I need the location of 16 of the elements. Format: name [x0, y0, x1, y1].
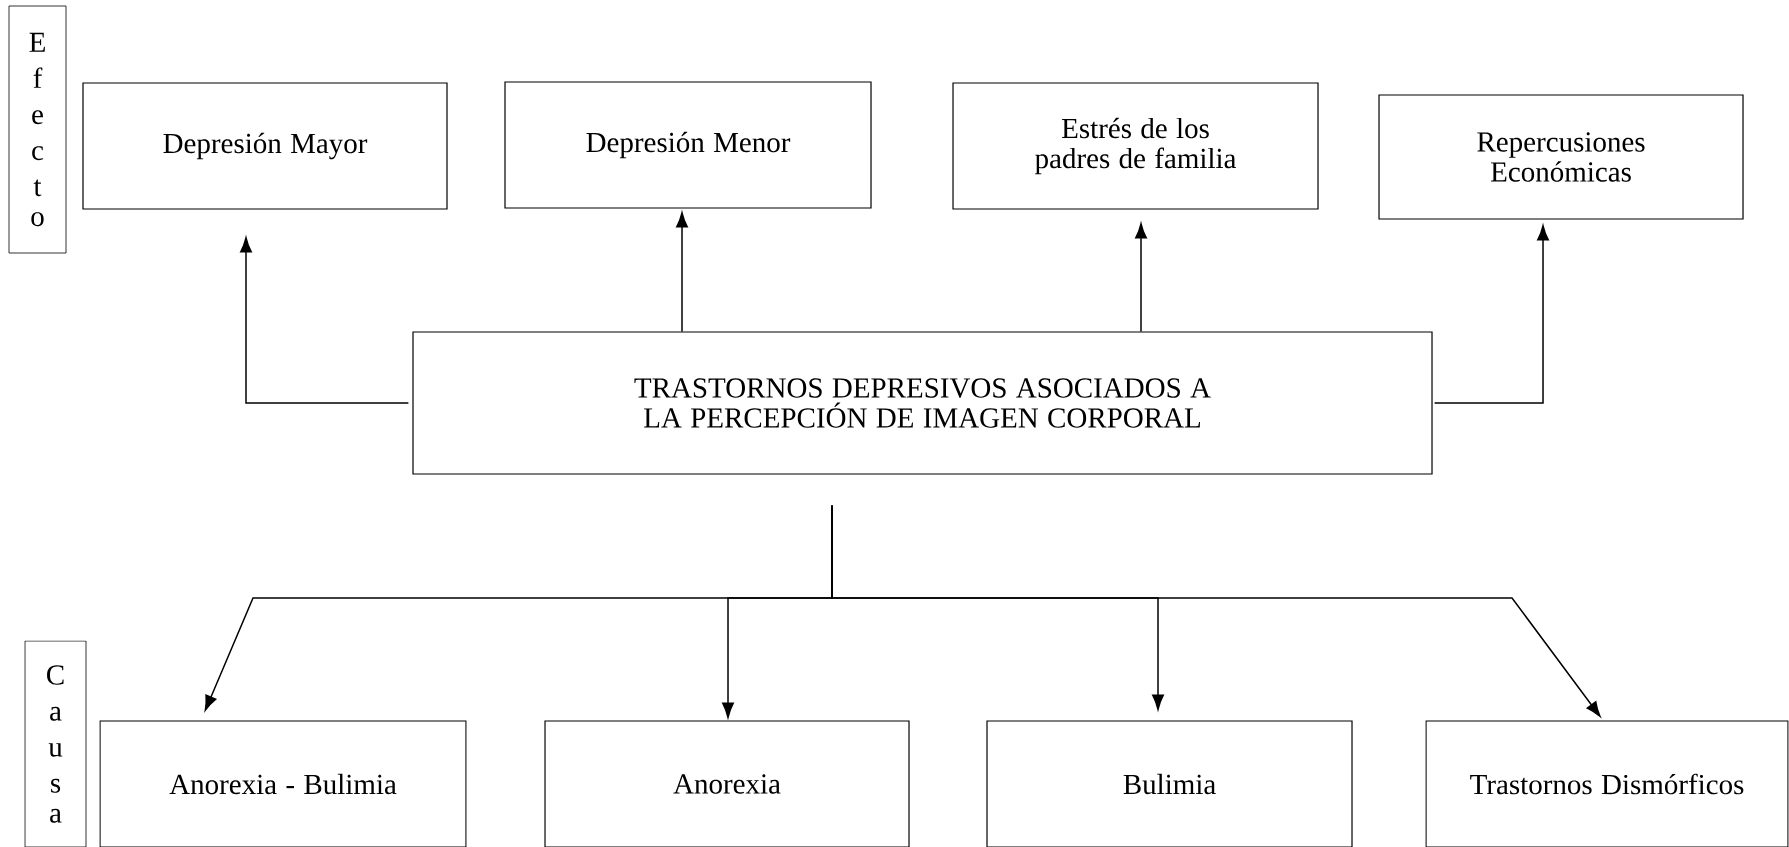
- process-box: Depresión Menor: [504, 81, 872, 209]
- process-box: Anorexia: [544, 720, 910, 847]
- arrow: [1433, 225, 1549, 404]
- process-box: Depresión Mayor: [82, 82, 448, 210]
- process-box: Trastornos Dismórficos: [1425, 720, 1789, 847]
- arrow: [676, 212, 688, 333]
- process-box: TRASTORNOS DEPRESIVOS ASOCIADOS A LA PERCEPCIÓN DE IMAGEN CORPORAL: [412, 331, 1433, 475]
- process-box: Repercusiones Económicas: [1378, 94, 1744, 220]
- arrow: [831, 504, 1601, 717]
- arrow: [1135, 223, 1147, 333]
- process-box: Bulimia: [986, 720, 1353, 847]
- label-box: Causa: [24, 640, 87, 847]
- arrow: [240, 237, 410, 404]
- label-box: Efecto: [8, 5, 67, 254]
- process-box: Estrés de los padres de familia: [952, 82, 1319, 210]
- process-box: Anorexia - Bulimia: [99, 720, 467, 847]
